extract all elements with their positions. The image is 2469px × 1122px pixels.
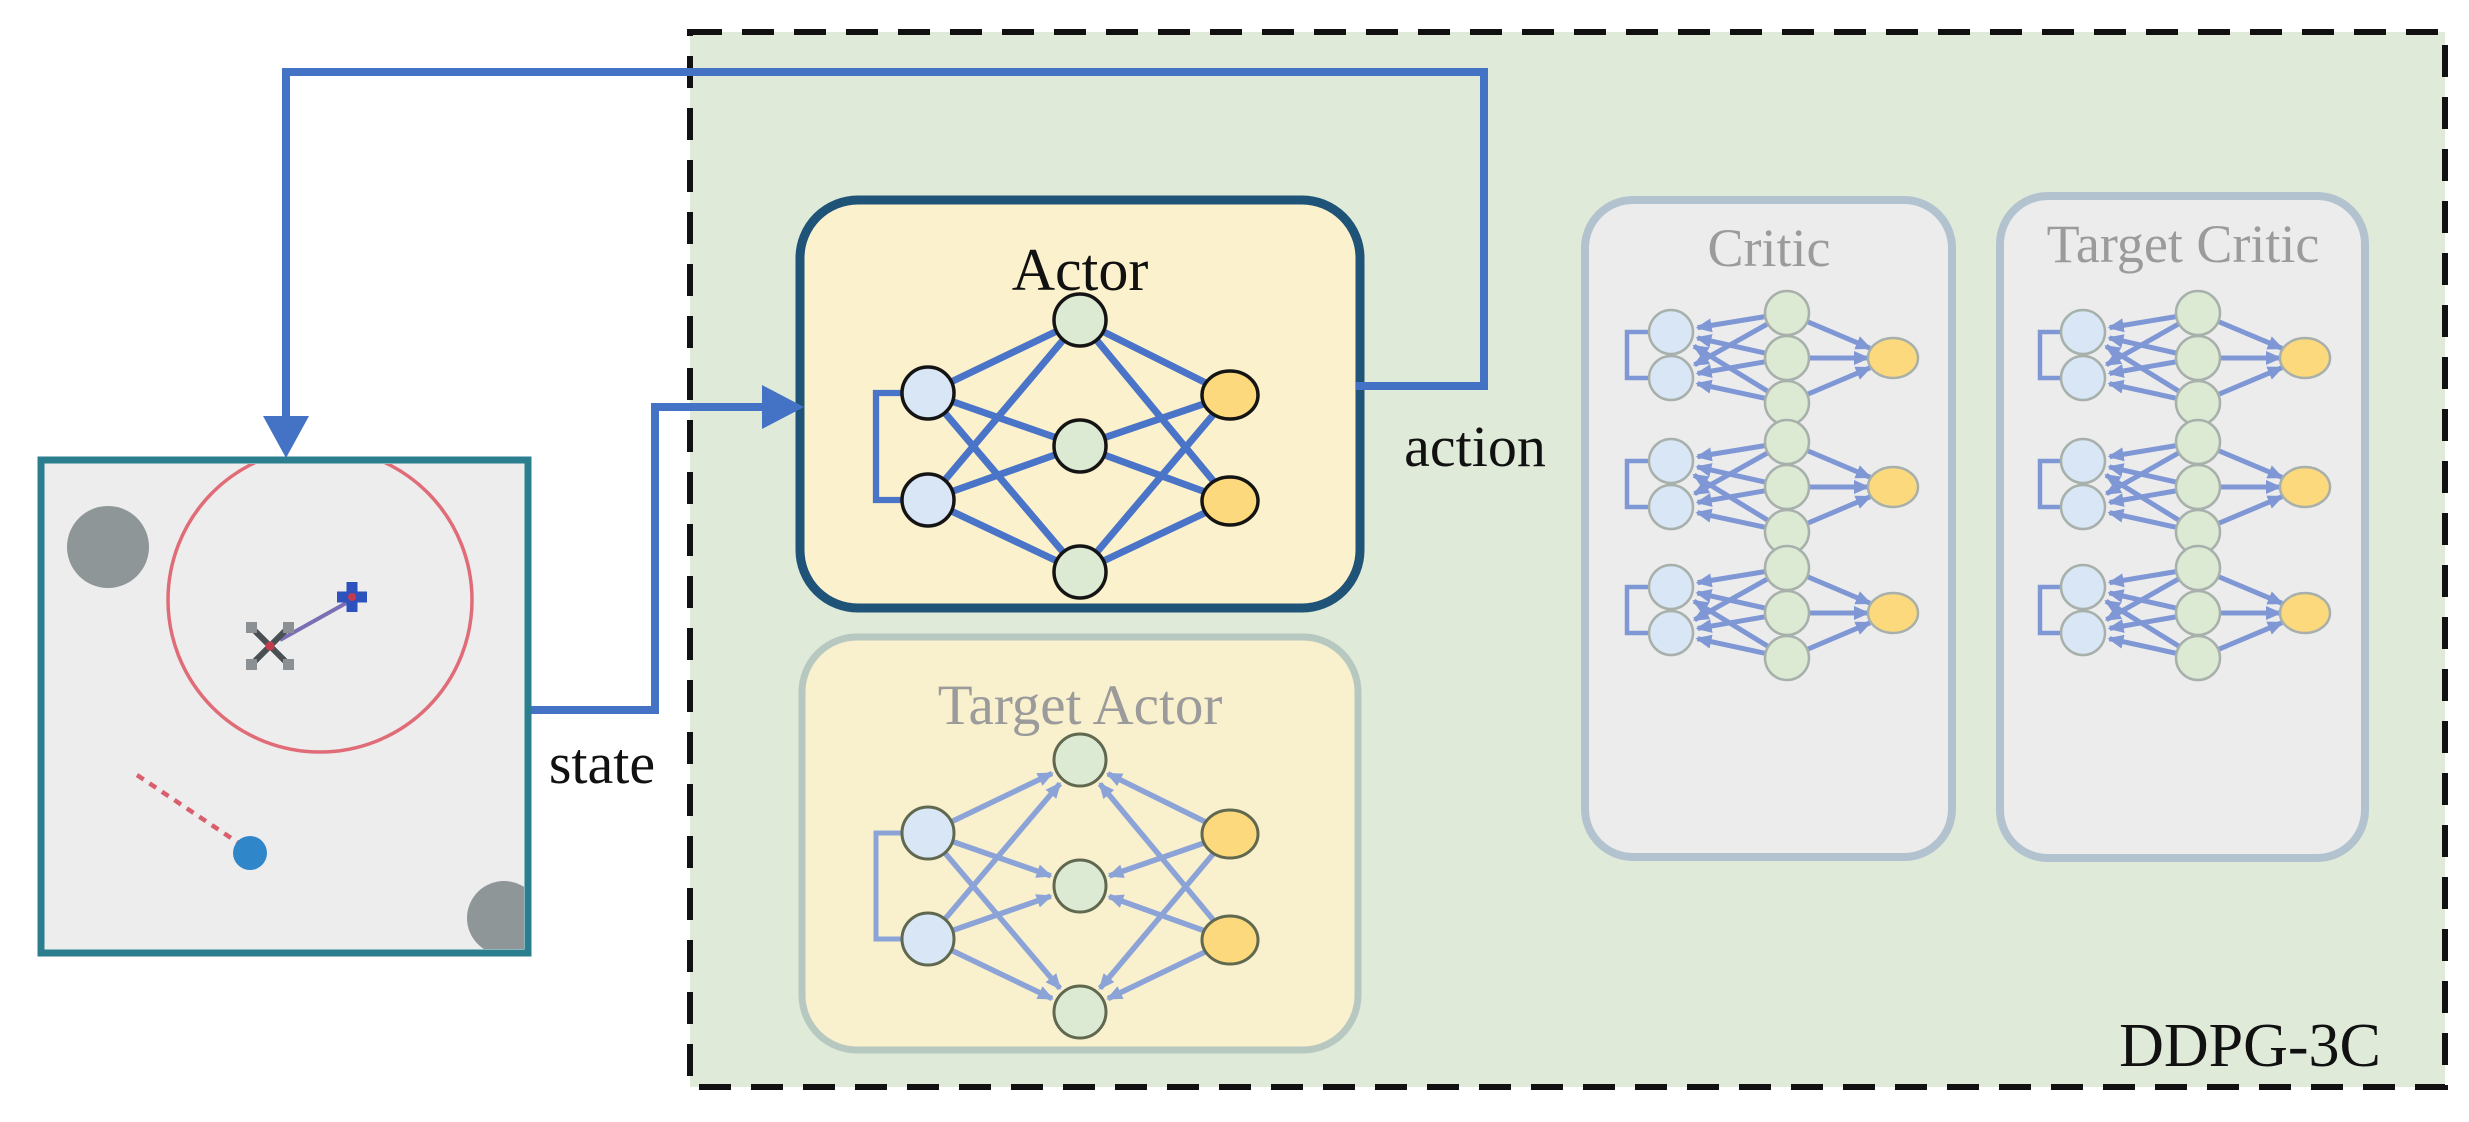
target-actor-title: Target Actor (938, 674, 1223, 737)
drone-marker-icon (246, 622, 294, 670)
actor-title: Actor (1012, 237, 1149, 303)
state-arrow (528, 385, 804, 714)
environment-preview (37, 456, 532, 957)
drone-goal-link (279, 600, 349, 642)
ddpg-container-label: DDPG-3C (2119, 1012, 2381, 1080)
state-label: state (549, 731, 655, 796)
target-actor-network (873, 732, 1260, 1040)
target-trail (135, 773, 245, 848)
obstacle-circle-bottom (467, 881, 524, 949)
action-label: action (1404, 414, 1546, 479)
action-arrowhead-icon (263, 416, 309, 458)
target-critic-title: Target Critic (2047, 214, 2320, 274)
moving-target-dot (233, 836, 267, 870)
actor-network (872, 292, 1260, 600)
sensing-range-ring (166, 464, 474, 754)
critic-title: Critic (1708, 218, 1831, 278)
critic-networks (1624, 289, 1920, 682)
obstacle-circle-top (67, 506, 149, 588)
target-critic-networks (2037, 289, 2332, 682)
waypoint-cross-icon (337, 582, 367, 612)
action-arrow (263, 68, 1488, 458)
state-arrowhead-icon (762, 385, 804, 429)
